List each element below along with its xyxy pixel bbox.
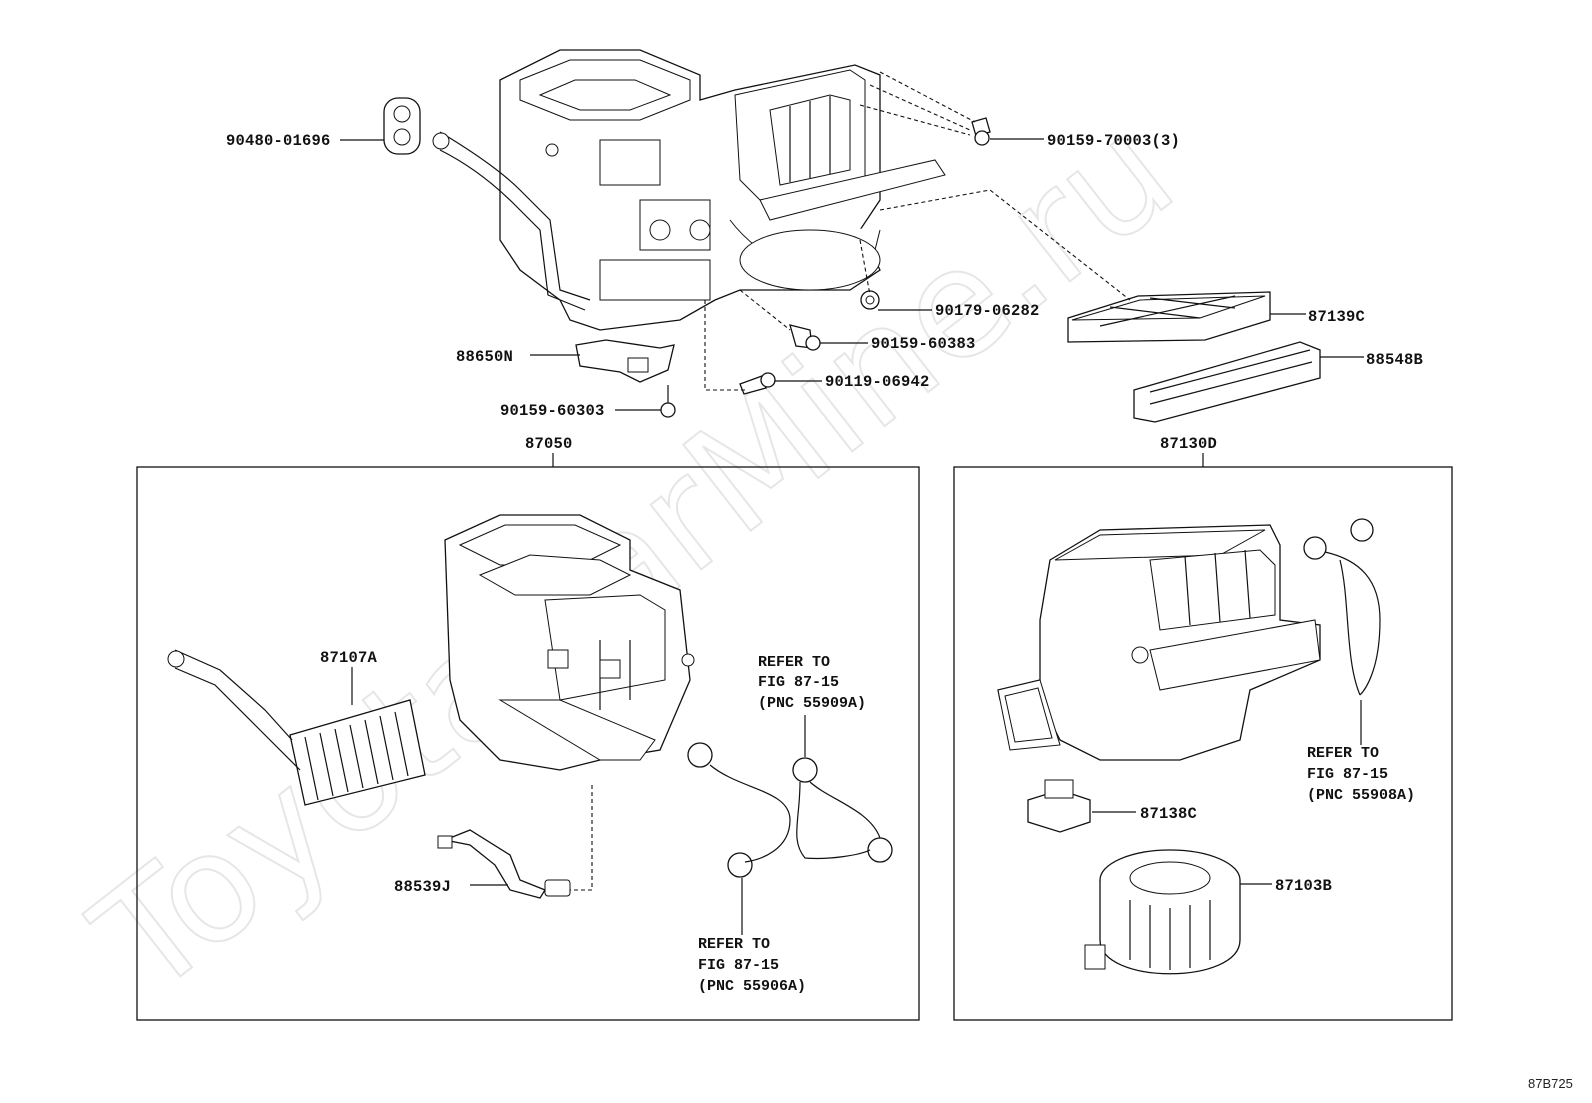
label-88548b: 88548B	[1366, 351, 1423, 369]
heater-unit-assembly-top	[432, 49, 946, 331]
heater-case-87050	[444, 514, 695, 771]
leader-lines-top	[340, 138, 1364, 411]
filter-87139c	[1067, 291, 1271, 343]
box-87050	[136, 466, 920, 1021]
svg-text:REFER TO: REFER TO	[758, 654, 830, 671]
screw-90119-06942	[739, 372, 776, 395]
nut-90179-06282	[860, 290, 880, 310]
svg-text:FIG 87-15: FIG 87-15	[1307, 766, 1388, 783]
label-87139c: 87139C	[1308, 308, 1365, 326]
svg-text:REFER TO: REFER TO	[698, 936, 770, 953]
svg-text:FIG 87-15: FIG 87-15	[758, 674, 839, 691]
label-90159-60383: 90159-60383	[871, 335, 976, 353]
refer-note-55909a: REFER TO FIG 87-15 (PNC 55909A)	[758, 654, 866, 712]
refer-note-55908a: REFER TO FIG 87-15 (PNC 55908A)	[1307, 745, 1415, 804]
label-88539j: 88539J	[394, 878, 451, 896]
blower-motor-87103b	[1084, 849, 1241, 975]
figure-code: 87B725	[1528, 1076, 1573, 1091]
label-87130d: 87130D	[1160, 435, 1217, 453]
box-87130d	[953, 466, 1453, 1021]
svg-text:(PNC 55909A): (PNC 55909A)	[758, 695, 866, 712]
label-87103b: 87103B	[1275, 877, 1332, 895]
grommet-90480-01696	[383, 97, 421, 155]
wire-harness-right	[1303, 518, 1381, 696]
heater-core-87107a	[167, 649, 426, 806]
svg-text:(PNC 55908A): (PNC 55908A)	[1307, 787, 1415, 804]
label-90179-06282: 90179-06282	[935, 302, 1040, 320]
svg-text:(PNC 55906A): (PNC 55906A)	[698, 978, 806, 995]
svg-text:REFER TO: REFER TO	[1307, 745, 1379, 762]
label-88650n: 88650N	[456, 348, 513, 366]
resistor-87138c	[1027, 779, 1091, 833]
label-87050: 87050	[525, 435, 573, 453]
dashed-leaders-top	[704, 71, 1131, 391]
bracket-88650n	[575, 339, 675, 383]
label-90159-60303: 90159-60303	[500, 402, 605, 420]
svg-text:FIG 87-15: FIG 87-15	[698, 957, 779, 974]
refer-note-55906a: REFER TO FIG 87-15 (PNC 55906A)	[698, 936, 806, 995]
screw-90159-70003	[971, 117, 991, 146]
screw-90159-60303	[660, 385, 676, 418]
label-90480-01696: 90480-01696	[226, 132, 331, 150]
dashed-leader-88539j	[570, 785, 593, 891]
label-87107a: 87107A	[320, 649, 378, 667]
wire-harness-left	[687, 742, 893, 878]
blower-case-87130d	[997, 524, 1321, 761]
sensor-hose-88539j	[437, 829, 571, 899]
label-90119-06942: 90119-06942	[825, 373, 930, 391]
label-87138c: 87138C	[1140, 805, 1197, 823]
label-90159-70003: 90159-70003(3)	[1047, 132, 1180, 150]
cover-88548b	[1133, 341, 1321, 423]
